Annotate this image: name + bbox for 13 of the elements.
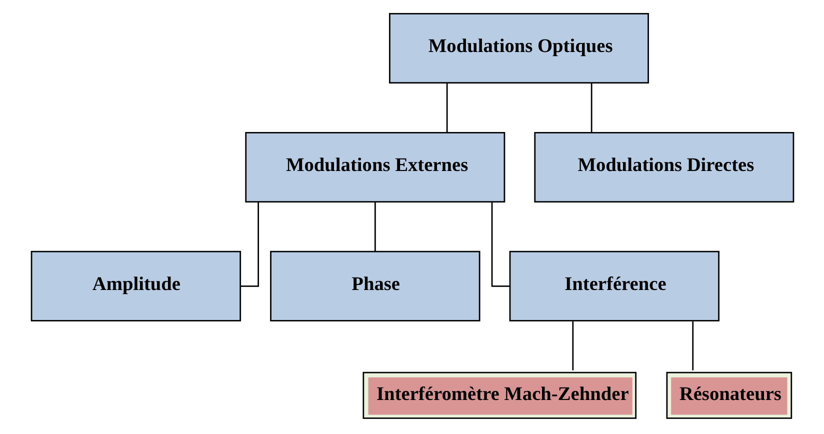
node-box: Phase: [270, 250, 480, 322]
connector: [590, 83, 592, 132]
connector: [490, 202, 510, 287]
connector: [240, 202, 258, 287]
node-box: Modulations Optiques: [388, 13, 648, 84]
node-box: Amplitude: [30, 250, 241, 322]
connector: [572, 321, 574, 370]
node-box: Interférence: [508, 250, 719, 322]
node-box: Modulations Directes: [534, 132, 794, 202]
node-box: Modulations Externes: [244, 132, 505, 202]
connector: [446, 83, 448, 132]
connector: [692, 321, 694, 370]
connector: [374, 202, 376, 252]
